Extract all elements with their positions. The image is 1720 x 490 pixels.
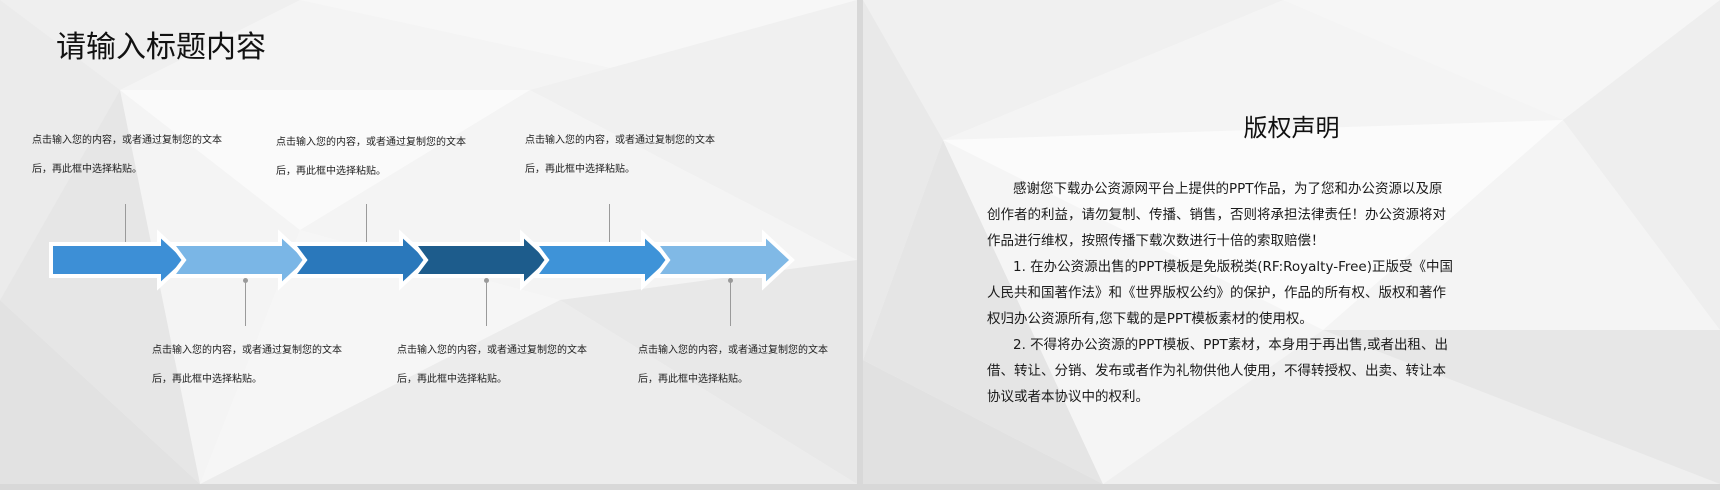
low-poly-background — [863, 0, 1720, 484]
timeline-arrow-2 — [168, 229, 311, 291]
copyright-paragraph: 感谢您下载办公资源网平台上提供的PPT作品，为了您和办公资源以及原创作者的利益，… — [987, 181, 1446, 249]
timeline-arrow-3 — [289, 229, 432, 291]
timeline-arrows — [49, 229, 795, 291]
connector-line — [730, 280, 731, 326]
timeline-arrow-1 — [49, 229, 190, 291]
callout-text: 后，再此框中选择粘贴。 — [397, 374, 507, 385]
connector-dot — [484, 278, 489, 283]
connector-dot — [728, 278, 733, 283]
callout-text: 点击输入您的内容，或者通过复制您的文本 — [152, 345, 342, 356]
slide-title: 请输入标题内容 — [56, 30, 266, 65]
callout-text: 点击输入您的内容，或者通过复制您的文本 — [525, 135, 715, 146]
connector-line — [609, 204, 610, 250]
connector-line — [486, 280, 487, 326]
callout-text: 后，再此框中选择粘贴。 — [32, 164, 142, 175]
callout-text: 后，再此框中选择粘贴。 — [152, 374, 262, 385]
connector-line — [245, 280, 246, 326]
callout-text: 后，再此框中选择粘贴。 — [525, 164, 635, 175]
callout-4: 点击输入您的内容，或者通过复制您的文本 后，再此框中选择粘贴。 — [397, 336, 587, 394]
connector-dot — [243, 278, 248, 283]
slide-copyright[interactable]: 版权声明 感谢您下载办公资源网平台上提供的PPT作品，为了您和办公资源以及原创作… — [863, 0, 1720, 484]
callout-text: 点击输入您的内容，或者通过复制您的文本 — [638, 345, 828, 356]
callout-text: 点击输入您的内容，或者通过复制您的文本 — [397, 345, 587, 356]
connector-line — [366, 204, 367, 250]
copyright-paragraph: 1. 在办公资源出售的PPT模板是免版税类(RF:Royalty-Free)正版… — [987, 259, 1453, 327]
callout-3: 点击输入您的内容，或者通过复制您的文本 后，再此框中选择粘贴。 — [276, 128, 466, 186]
callout-text: 点击输入您的内容，或者通过复制您的文本 — [276, 137, 466, 148]
callout-6: 点击输入您的内容，或者通过复制您的文本 后，再此框中选择粘贴。 — [638, 336, 828, 394]
copyright-paragraph: 2. 不得将办公资源的PPT模板、PPT素材，本身用于再出售,或者出租、出借、转… — [987, 337, 1449, 405]
timeline-arrow-4 — [410, 229, 553, 291]
callout-5: 点击输入您的内容，或者通过复制您的文本 后，再此框中选择粘贴。 — [525, 126, 715, 184]
callout-text: 点击输入您的内容，或者通过复制您的文本 — [32, 135, 222, 146]
callout-2: 点击输入您的内容，或者通过复制您的文本 后，再此框中选择粘贴。 — [152, 336, 342, 394]
low-poly-background — [0, 0, 857, 484]
copyright-title: 版权声明 — [1243, 114, 1340, 142]
copyright-body: 感谢您下载办公资源网平台上提供的PPT作品，为了您和办公资源以及原创作者的利益，… — [987, 176, 1455, 410]
slide-timeline[interactable]: 请输入标题内容 点击输入您的内容，或者通过复制您的文本 后，再此框中选择粘贴。 … — [0, 0, 857, 484]
connector-line — [125, 204, 126, 250]
callout-text: 后，再此框中选择粘贴。 — [276, 166, 386, 177]
callout-text: 后，再此框中选择粘贴。 — [638, 374, 748, 385]
timeline-arrow-5 — [531, 229, 674, 291]
callout-1: 点击输入您的内容，或者通过复制您的文本 后，再此框中选择粘贴。 — [32, 126, 222, 184]
timeline-arrow-6 — [652, 229, 795, 291]
